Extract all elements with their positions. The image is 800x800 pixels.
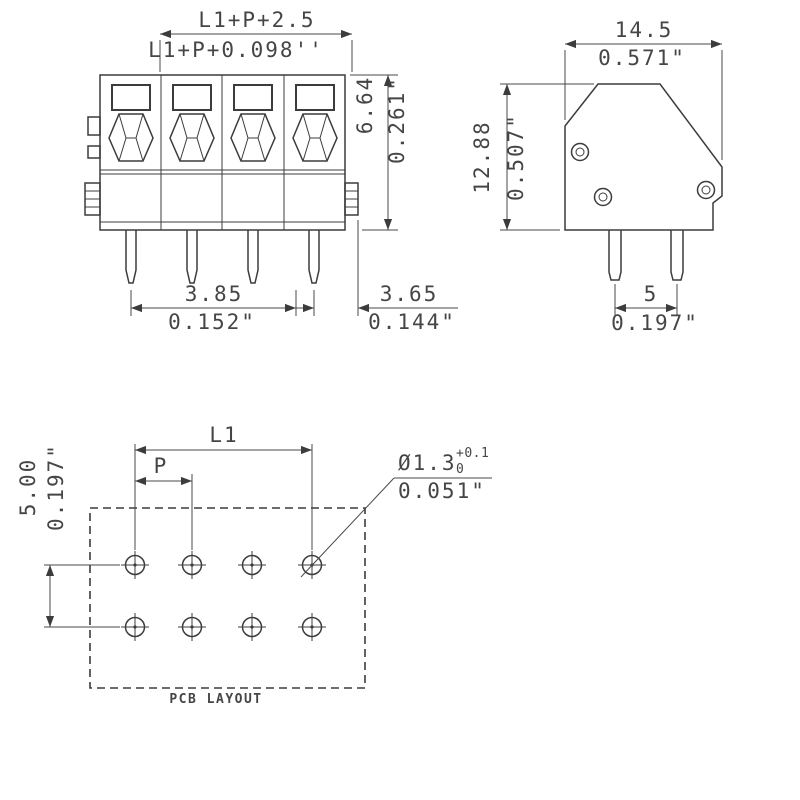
front-pin-dimension-left: 3.85 0.152" xyxy=(130,282,297,334)
solder-pin xyxy=(608,229,622,281)
clamp-pole xyxy=(108,84,154,162)
pcb-layout: L1 P 5.00 0.197" Ø1.3 +0.1 0 0.051" PCB … xyxy=(16,423,492,707)
side-pitch-mm-label: 5 xyxy=(644,282,659,306)
side-height-mm-label: 12.88 xyxy=(470,120,494,193)
pcb-holes xyxy=(120,550,327,642)
pin-dim1-mm-label: 3.85 xyxy=(185,282,244,306)
front-height-dimension: 6.64 0.261" xyxy=(350,74,409,231)
hole-diameter-label: Ø1.3 xyxy=(398,451,457,475)
pcb-hole xyxy=(120,612,150,642)
hole-diameter-callout: Ø1.3 +0.1 0 0.051" xyxy=(300,446,492,578)
side-tab xyxy=(87,145,101,159)
body-outline xyxy=(564,83,723,231)
pcb-hole xyxy=(297,612,327,642)
pcb-hole xyxy=(237,612,267,642)
side-width-mm-label: 14.5 xyxy=(615,18,674,42)
side-tab xyxy=(87,116,101,136)
hole-diameter-in-label: 0.051" xyxy=(398,479,486,503)
clamp-pole xyxy=(292,84,338,162)
pcb-hole xyxy=(120,550,150,580)
row-pitch-dimension: 5.00 0.197" xyxy=(16,443,120,628)
hole-tolerance-lower-label: 0 xyxy=(456,462,464,477)
side-height-in-label: 0.507" xyxy=(504,113,528,201)
pcb-hole xyxy=(177,550,207,580)
pcb-hole xyxy=(177,612,207,642)
clamp-pole xyxy=(169,84,215,162)
front-view: L1+P+2.5 L1+P+0.098'' 6.64 0.261" 3.85 0… xyxy=(84,8,458,334)
front-height-in-label: 0.261" xyxy=(385,76,409,164)
solder-pin xyxy=(186,229,198,284)
p-dimension: P xyxy=(135,454,193,550)
side-width-dimension: 14.5 0.571" xyxy=(564,18,723,160)
pcb-hole xyxy=(237,550,267,580)
front-width-in-label: L1+P+0.098'' xyxy=(148,38,324,62)
housing-hole xyxy=(570,142,590,162)
pin-dim2-mm-label: 3.65 xyxy=(380,282,439,306)
pcb-layout-title: PCB LAYOUT xyxy=(169,692,262,707)
pin-dim1-in-label: 0.152" xyxy=(168,310,256,334)
housing-hole xyxy=(696,180,716,200)
front-width-dimension: L1+P+2.5 L1+P+0.098'' xyxy=(148,8,353,72)
p-label: P xyxy=(154,454,169,478)
housing-hole-inner xyxy=(575,147,585,157)
front-view-part xyxy=(84,74,359,284)
side-pitch-in-label: 0.197" xyxy=(611,311,699,335)
side-width-in-label: 0.571" xyxy=(598,46,686,70)
row-pitch-in-label: 0.197" xyxy=(44,443,68,531)
clamp-pole xyxy=(230,84,276,162)
hole-tolerance-upper-label: +0.1 xyxy=(456,446,489,461)
solder-pin xyxy=(247,229,259,284)
housing-hole-inner xyxy=(598,192,608,202)
solder-pin xyxy=(670,229,684,281)
front-width-mm-label: L1+P+2.5 xyxy=(198,8,315,32)
side-view: 14.5 0.571" 12.88 0.507" 5 0.197" xyxy=(470,18,723,335)
front-pin-dimension-right: 3.65 0.144" xyxy=(294,220,458,334)
solder-pin xyxy=(308,229,320,284)
front-height-mm-label: 6.64 xyxy=(353,76,377,135)
pin-dim2-in-label: 0.144" xyxy=(368,310,456,334)
solder-pin xyxy=(125,229,137,284)
l1-dimension: L1 xyxy=(134,423,313,550)
housing-hole-inner xyxy=(701,185,711,195)
pcb-outline xyxy=(89,507,366,689)
side-view-part xyxy=(564,83,723,281)
leader-line xyxy=(300,477,395,578)
l1-label: L1 xyxy=(209,423,238,447)
side-height-dimension: 12.88 0.507" xyxy=(470,83,594,231)
side-pin-pitch-dimension: 5 0.197" xyxy=(611,282,699,335)
row-pitch-mm-label: 5.00 xyxy=(16,458,40,517)
housing-hole xyxy=(593,187,613,207)
